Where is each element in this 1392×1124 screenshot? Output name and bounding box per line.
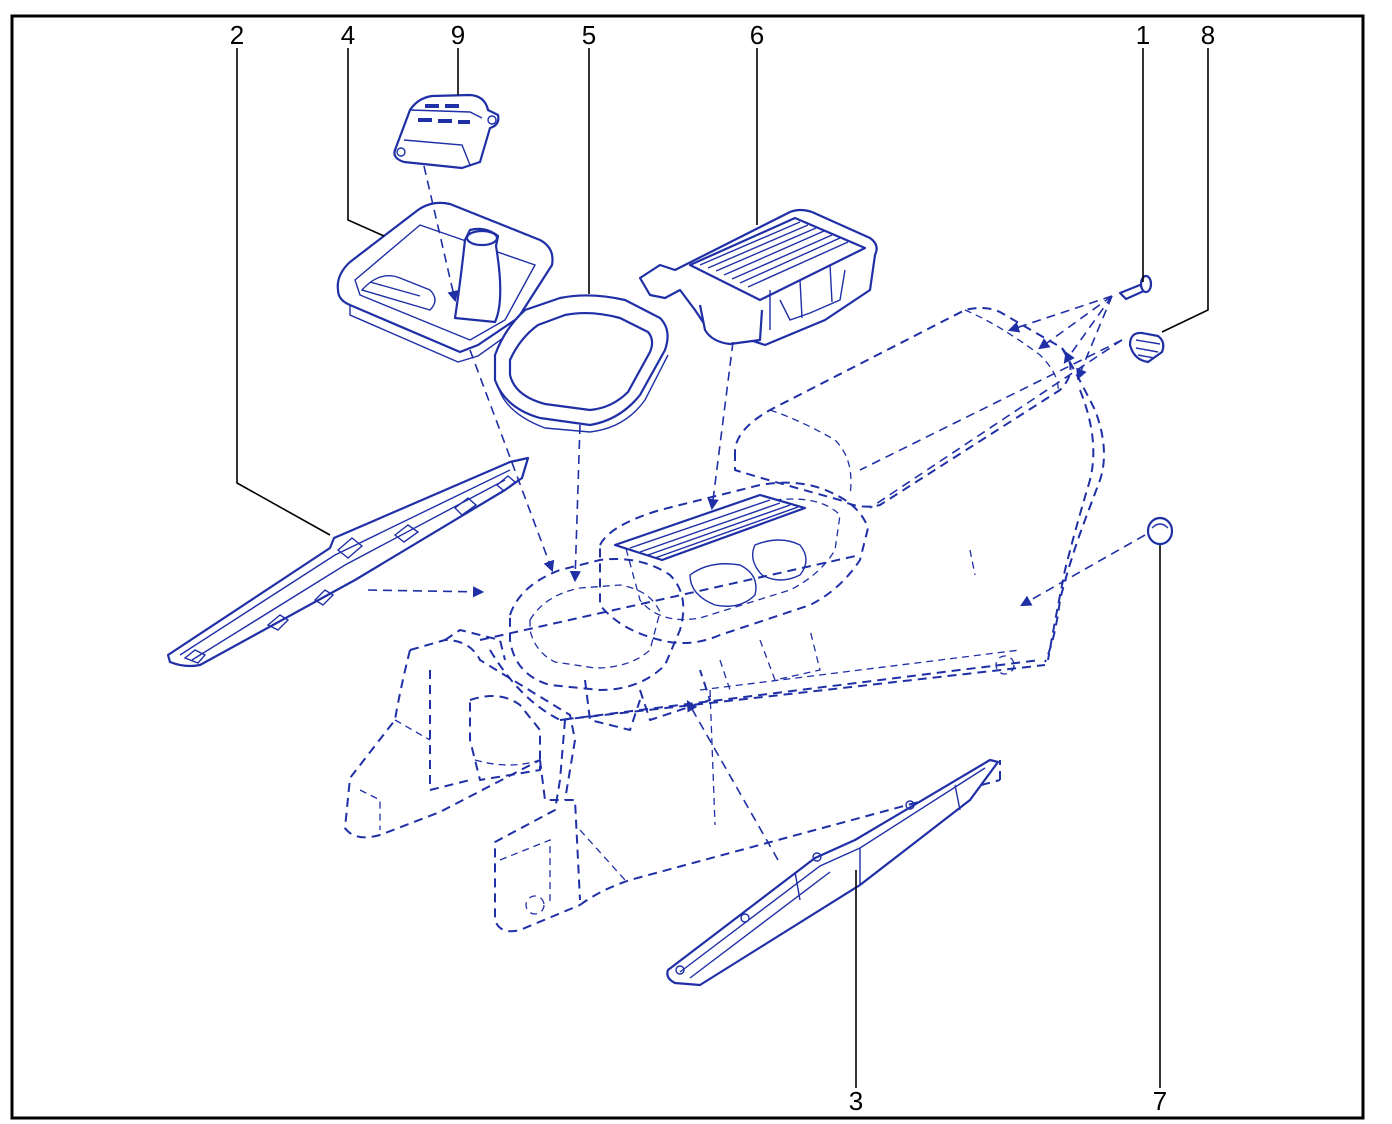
leader-lines	[236, 48, 1209, 1088]
callout-2: 2	[230, 20, 244, 50]
callout-7: 7	[1153, 1086, 1167, 1116]
part-6-storage-bin	[638, 208, 878, 347]
console-body-phantom	[344, 306, 1105, 933]
bin-tray-ribs	[613, 493, 807, 562]
part-8-spring-clip	[1128, 331, 1165, 364]
part-9-switch-module	[393, 93, 500, 170]
diagram-frame	[10, 14, 1365, 1120]
callout-3: 3	[849, 1086, 863, 1116]
callout-8: 8	[1201, 20, 1215, 50]
part-5-bezel-frame	[493, 294, 669, 433]
part-3-lower-trim-panel	[666, 758, 1000, 987]
trim-clips	[183, 475, 517, 664]
callout-9: 9	[451, 20, 465, 50]
callout-numbers: 2 4 9 5 6 1 8 3 7	[230, 20, 1215, 1116]
bin-lid-ribs	[699, 221, 849, 288]
assembly-arrows	[367, 165, 1146, 861]
part-4-shifter-bezel	[336, 201, 554, 363]
callout-6: 6	[750, 20, 764, 50]
callout-5: 5	[582, 20, 596, 50]
part-2-left-trim-panel	[166, 456, 530, 668]
part-7-cap	[1146, 516, 1174, 546]
callout-4: 4	[341, 20, 355, 50]
part-1-fastener-pin	[1118, 274, 1153, 301]
callout-1: 1	[1136, 20, 1150, 50]
